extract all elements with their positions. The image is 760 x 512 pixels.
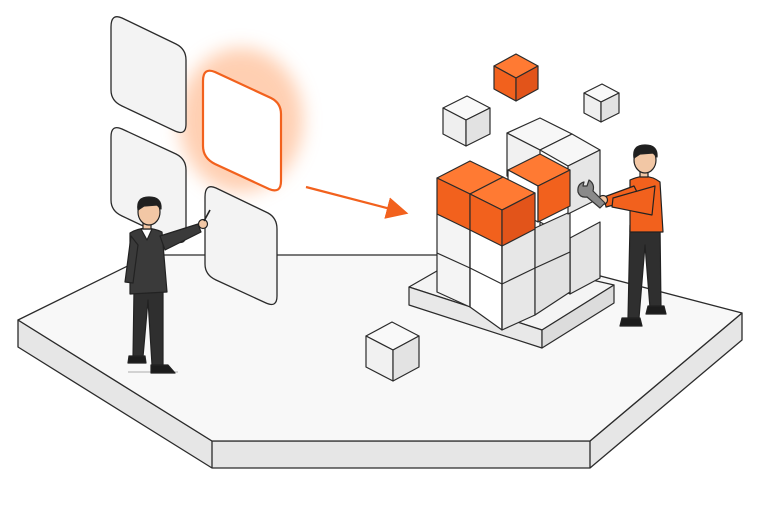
person-pointing xyxy=(124,196,211,374)
hair xyxy=(137,196,162,211)
shoe-right xyxy=(645,305,667,315)
grid-line xyxy=(469,267,503,285)
base-plate-right xyxy=(541,284,615,349)
floating-cubes xyxy=(365,53,620,382)
floating-cube-small xyxy=(583,83,620,123)
shoe-left xyxy=(127,355,147,364)
floating-cube-white xyxy=(442,95,491,147)
shoe-left xyxy=(619,317,643,327)
hand xyxy=(197,218,209,230)
arm-upper xyxy=(611,185,656,216)
ground-cube xyxy=(365,321,420,382)
arm-left xyxy=(124,235,139,284)
orange-cube-right xyxy=(537,169,571,223)
grid-line xyxy=(436,252,471,269)
hair xyxy=(633,144,658,159)
arrow-icon xyxy=(305,185,409,219)
arm-pointing xyxy=(159,223,202,251)
floating-cube-orange xyxy=(493,53,539,102)
shoe-right xyxy=(150,364,176,374)
person-with-wrench xyxy=(577,144,667,327)
option-panel-top-left[interactable] xyxy=(110,16,187,134)
wrench-icon xyxy=(577,179,606,209)
option-panel-selected[interactable] xyxy=(201,69,283,192)
cube-structure xyxy=(408,117,615,349)
option-panel-bottom-right[interactable] xyxy=(204,186,278,306)
grid-line xyxy=(534,251,571,269)
grid-line xyxy=(501,267,536,285)
pointing-finger xyxy=(203,209,211,222)
cube-column-right-2 xyxy=(534,211,571,316)
option-panels xyxy=(110,16,303,306)
orange-cube-b-right xyxy=(501,192,536,247)
